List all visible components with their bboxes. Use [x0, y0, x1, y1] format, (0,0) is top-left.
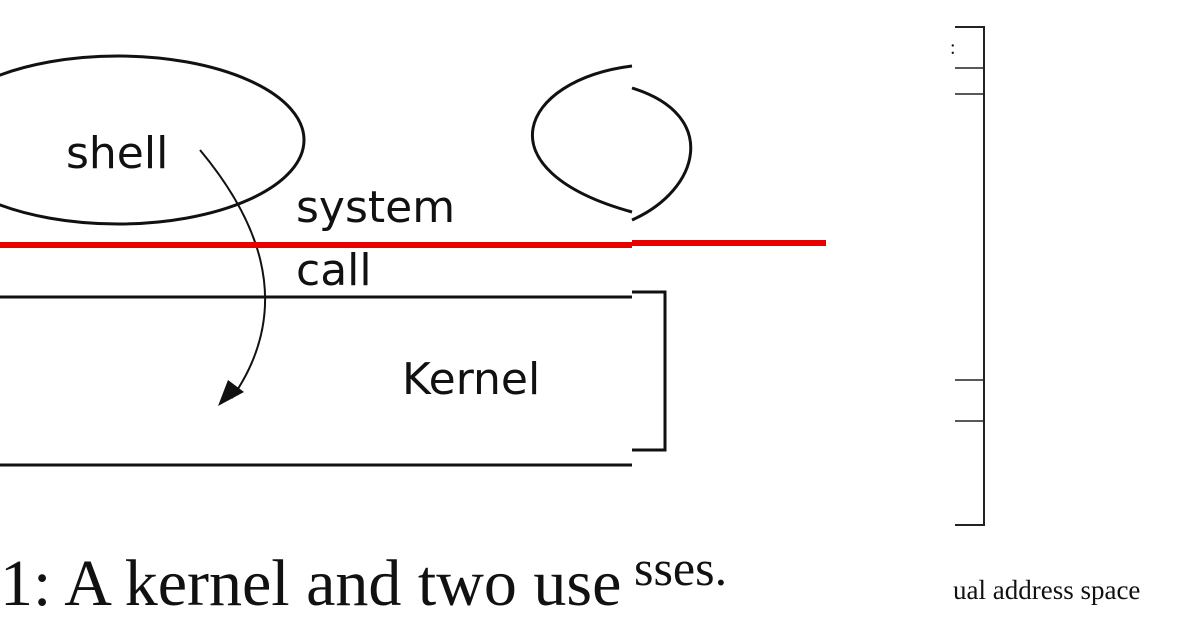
second-process-ellipse-left: [531, 64, 633, 214]
arrow-head-icon: [218, 380, 244, 406]
system-call-label-2: call: [296, 245, 372, 296]
kernel-user-diagram-fragment: sses.: [531, 0, 862, 630]
figure-caption-tail: sses.: [634, 540, 727, 596]
shell-label: shell: [66, 128, 168, 179]
figure-caption: 1: A kernel and two use: [0, 547, 621, 620]
second-process-ellipse: [631, 86, 693, 222]
address-space-diagram: : ual address space: [950, 26, 1140, 605]
address-space-top-label-fragment: :: [950, 37, 956, 59]
kernel-label: Kernel: [402, 354, 540, 405]
address-space-caption: ual address space: [953, 575, 1140, 605]
system-call-arrow: [199, 149, 267, 399]
kernel-user-diagram: shell system call Kernel 1: A kernel and…: [0, 54, 632, 620]
address-space-box: [955, 26, 985, 526]
shell-process-ellipse: [0, 54, 306, 226]
system-call-label-1: system: [296, 182, 455, 233]
kernel-box-right-edge: [632, 290, 667, 452]
